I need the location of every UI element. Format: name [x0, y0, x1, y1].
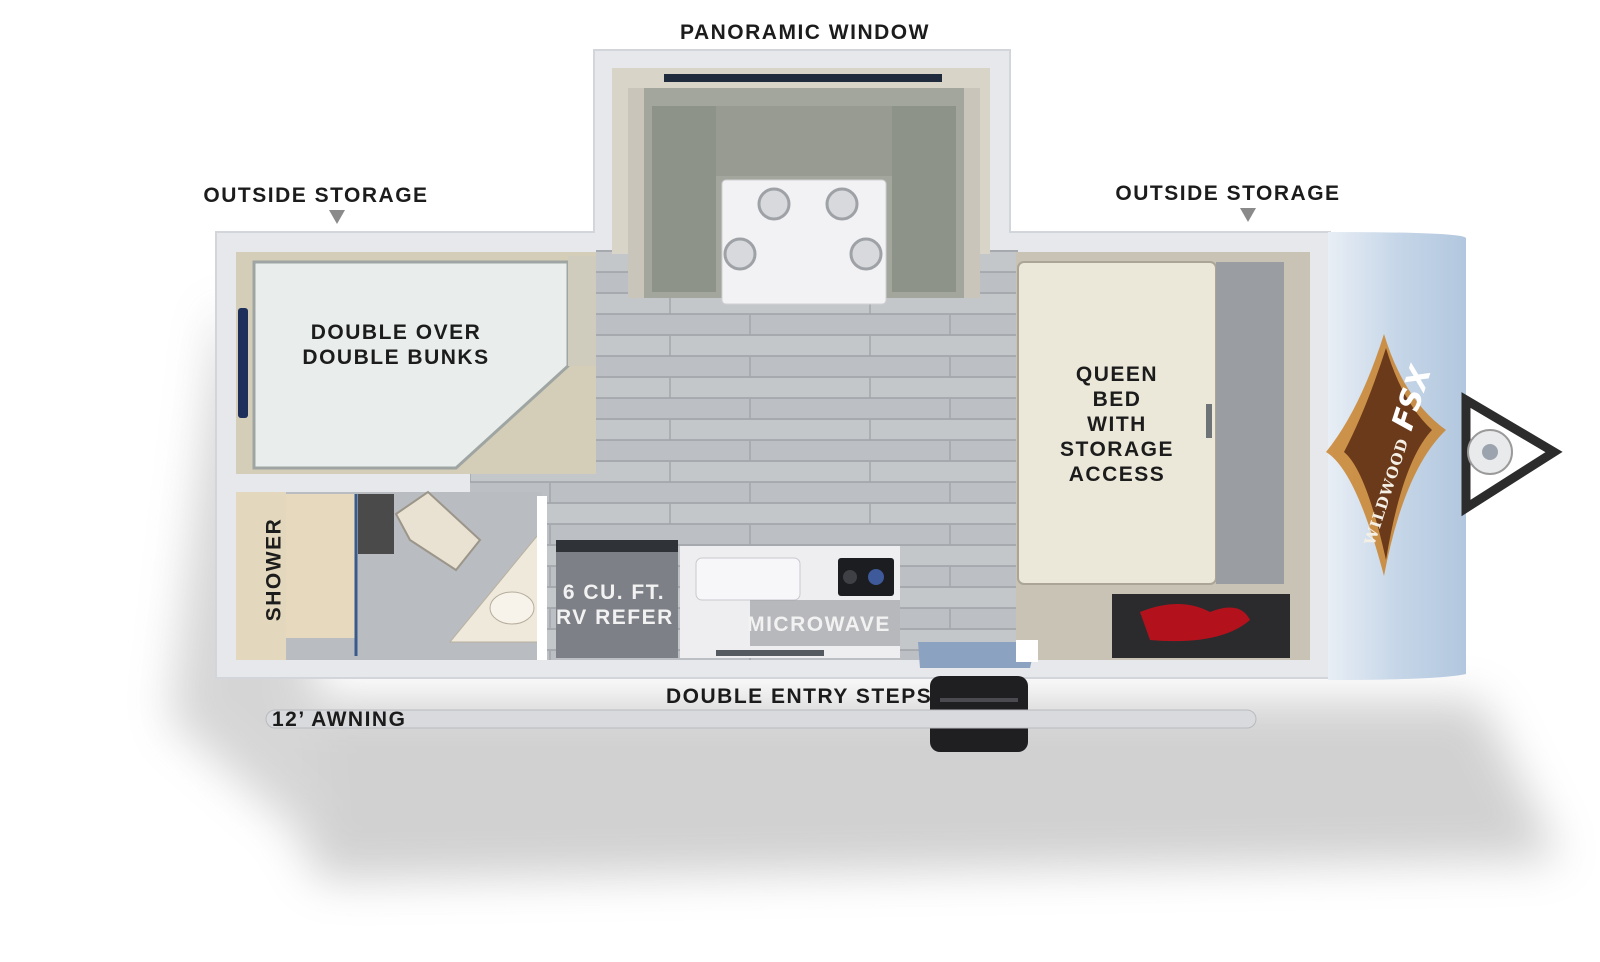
- outside-storage-right-arrow: [1240, 208, 1256, 222]
- queen-bed-label-line-5: ACCESS: [1068, 463, 1166, 486]
- shower-label: SHOWER: [262, 517, 286, 622]
- refer-label: 6 CU. FT. RV REFER: [556, 580, 672, 630]
- shower-pan: [286, 494, 356, 638]
- bunks-label-line-2: DOUBLE BUNKS: [302, 346, 490, 369]
- queen-bed-label-line-4: STORAGE: [1060, 438, 1174, 461]
- entry-steps-label: DOUBLE ENTRY STEPS: [666, 685, 933, 708]
- bunk-window: [238, 308, 248, 418]
- galley-sink: [695, 557, 801, 601]
- cooktop-burners: [723, 187, 883, 271]
- awning-bar: [265, 709, 1257, 729]
- queen-bed-label-line-3: WITH: [1087, 413, 1147, 436]
- bunks-label: DOUBLE OVER DOUBLE BUNKS: [286, 320, 506, 370]
- outside-storage-left-label: OUTSIDE STORAGE: [203, 184, 429, 207]
- awning-label: 12’ AWNING: [272, 708, 407, 731]
- range-burners: [838, 558, 894, 596]
- microwave-panel: [750, 600, 900, 646]
- wardrobe: [1216, 262, 1284, 584]
- shower-wall-rack: [358, 494, 394, 554]
- queen-bed-label-line-1: QUEEN: [1075, 363, 1159, 386]
- refer-label-line-2: RV REFER: [556, 606, 674, 629]
- panoramic-window-label: PANORAMIC WINDOW: [680, 21, 930, 44]
- bunk-mattress: [252, 260, 570, 470]
- outside-storage-left-arrow: [329, 210, 345, 224]
- refer-label-line-1: 6 CU. FT.: [562, 581, 666, 604]
- wildwood-logo: [1326, 334, 1446, 576]
- entry-door: [918, 642, 1036, 668]
- queen-bed-label: QUEEN BED WITH STORAGE ACCESS: [1042, 362, 1192, 487]
- bunks-label-line-1: DOUBLE OVER: [310, 321, 482, 344]
- hitch: [1461, 392, 1563, 517]
- refrigerator: [556, 546, 678, 658]
- toilet: [394, 490, 482, 572]
- queen-bed-label-line-2: BED: [1092, 388, 1142, 411]
- outside-storage-right-label: OUTSIDE STORAGE: [1115, 182, 1341, 205]
- microwave-label: MICROWAVE: [747, 613, 891, 636]
